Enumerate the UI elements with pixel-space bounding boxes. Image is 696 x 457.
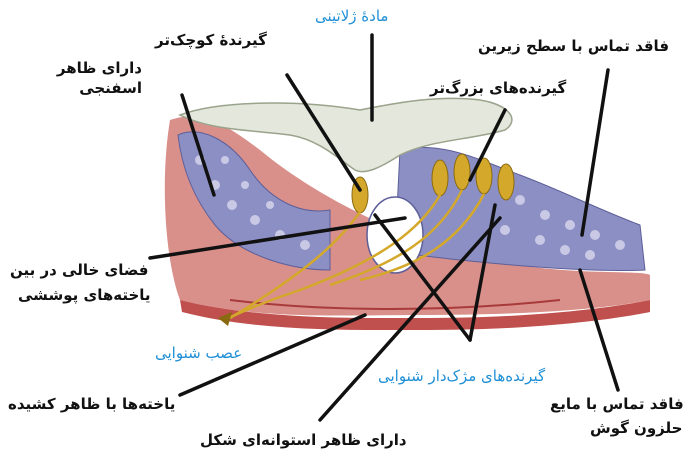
label-empty-space-2: یاخته‌های پوششی: [18, 285, 151, 305]
label-hair-receptors: گیرنده‌های مژک‌دار شنوایی: [378, 366, 545, 386]
label-spongy: دارای ظاهر اسفنجی: [22, 58, 142, 98]
label-empty-space-1: فضای خالی در بین: [10, 260, 149, 280]
label-cochlear-fluid-2: حلزون گوش: [590, 418, 682, 438]
label-gelatinous: مادهٔ ژلاتینی: [315, 6, 388, 26]
label-bottom-contact: فاقد تماس با سطح زیرین: [478, 36, 669, 56]
label-large-receptors: گیرنده‌های بزرگ‌تر: [430, 78, 566, 98]
label-stretched-cells: یاخته‌ها با ظاهر کشیده: [8, 394, 175, 414]
label-small-receptor: گیرندهٔ کوچک‌تر: [155, 30, 267, 50]
label-columnar: دارای ظاهر استوانه‌ای شکل: [200, 430, 407, 450]
label-auditory-nerve: عصب شنوایی: [155, 343, 242, 363]
label-cochlear-fluid-1: فاقد تماس با مایع: [550, 394, 684, 414]
